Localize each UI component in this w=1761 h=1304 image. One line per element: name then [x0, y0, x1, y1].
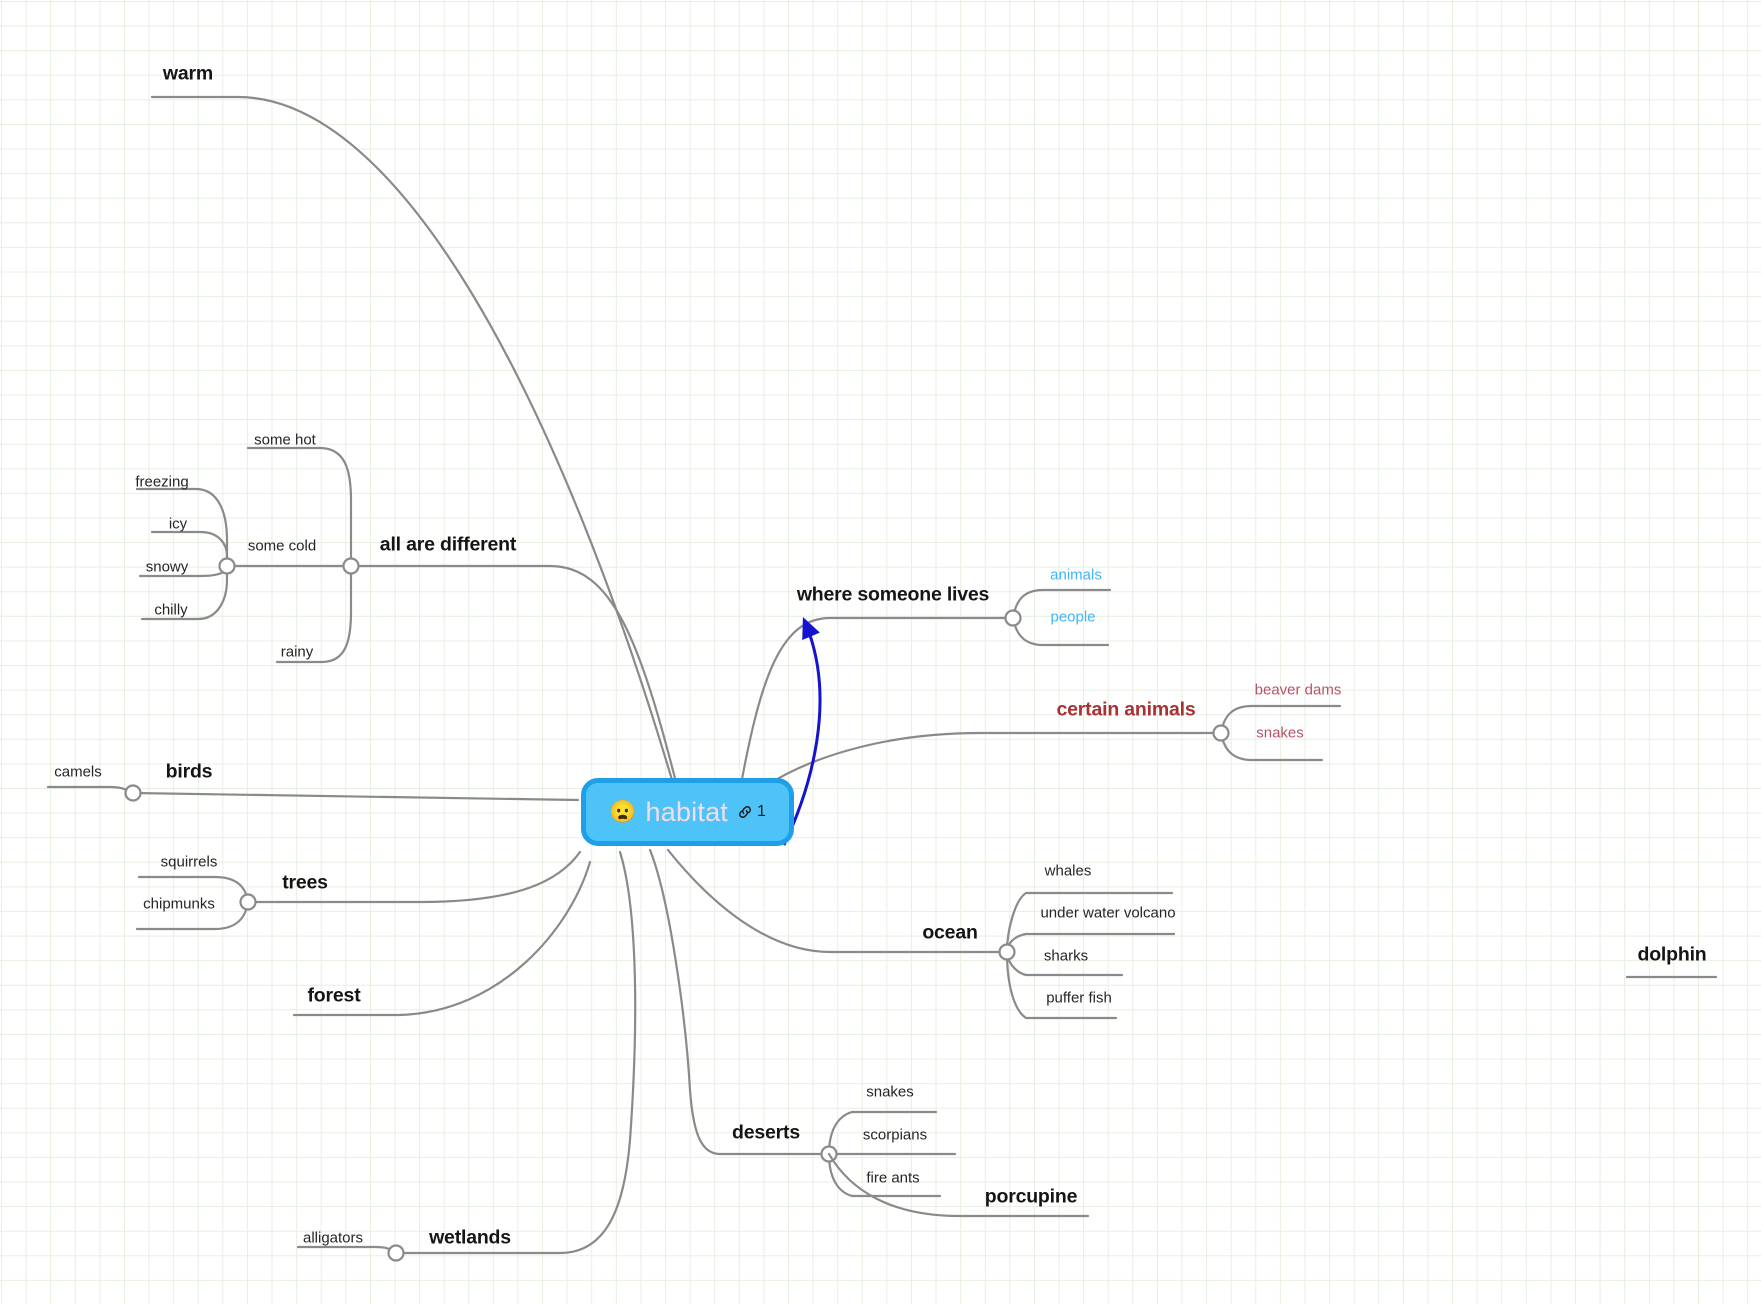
- node-porcupine[interactable]: porcupine: [984, 1185, 1078, 1208]
- node-all-are-different[interactable]: all are different: [379, 533, 517, 556]
- node-alligators[interactable]: alligators: [302, 1229, 364, 1247]
- wire-certain-animals: [754, 731, 1223, 795]
- junction-some-cold: [218, 557, 236, 575]
- wire-warm: [150, 95, 677, 792]
- junction-deserts: [820, 1145, 838, 1163]
- node-ocean[interactable]: ocean: [922, 921, 978, 944]
- junction-certain-animals: [1212, 724, 1230, 742]
- wire-camels: [46, 785, 135, 795]
- node-trees[interactable]: trees: [282, 871, 328, 894]
- node-beaver-dams[interactable]: beaver dams: [1254, 681, 1342, 699]
- frowning-face-icon: 😦: [609, 799, 637, 824]
- node-fire-ants[interactable]: fire ants: [866, 1169, 920, 1187]
- wire-deserts: [648, 848, 831, 1156]
- junction-birds: [124, 784, 142, 802]
- root-node-label: habitat: [645, 796, 728, 827]
- node-certain-animals[interactable]: certain animals: [1056, 698, 1196, 721]
- node-some-cold[interactable]: some cold: [247, 537, 317, 555]
- node-scorpians[interactable]: scorpians: [862, 1126, 928, 1144]
- node-sharks[interactable]: sharks: [1043, 947, 1089, 965]
- junction-ocean: [998, 943, 1016, 961]
- wire-all-are-different: [349, 564, 680, 792]
- node-wetlands[interactable]: wetlands: [429, 1226, 511, 1249]
- node-where-someone-lives[interactable]: where someone lives: [796, 583, 990, 606]
- wire-whales: [1005, 891, 1174, 954]
- wire-under-water-volcano: [1005, 932, 1176, 954]
- node-warm[interactable]: warm: [162, 62, 214, 85]
- node-snakes-certain-animals[interactable]: snakes: [1256, 724, 1304, 742]
- wire-birds: [131, 791, 580, 802]
- link-count: 1: [756, 803, 766, 820]
- wire-where-someone-lives: [738, 616, 1015, 792]
- node-under-water-volcano[interactable]: under water volcano: [1040, 904, 1176, 922]
- junction-wetlands: [387, 1244, 405, 1262]
- node-icy[interactable]: icy: [168, 515, 188, 533]
- node-animals[interactable]: animals: [1050, 566, 1102, 584]
- node-chilly[interactable]: chilly: [154, 601, 188, 619]
- node-camels[interactable]: camels: [54, 763, 102, 781]
- junction-all-are-different: [342, 557, 360, 575]
- wire-wetlands: [394, 850, 637, 1255]
- node-chipmunks[interactable]: chipmunks: [143, 895, 215, 913]
- link-icon: [739, 806, 751, 818]
- node-people[interactable]: people: [1050, 608, 1096, 626]
- node-dolphin[interactable]: dolphin: [1637, 943, 1707, 966]
- node-rainy[interactable]: rainy: [280, 643, 314, 661]
- junction-trees: [239, 893, 257, 911]
- node-freezing[interactable]: freezing: [135, 473, 189, 491]
- junction-where-someone-lives: [1004, 609, 1022, 627]
- wire-alligators: [296, 1245, 398, 1255]
- node-whales[interactable]: whales: [1044, 862, 1092, 880]
- node-birds[interactable]: birds: [165, 760, 213, 783]
- node-puffer-fish[interactable]: puffer fish: [1046, 989, 1112, 1007]
- node-some-hot[interactable]: some hot: [254, 431, 316, 449]
- root-node-habitat[interactable]: 😦 habitat 1: [581, 778, 794, 846]
- node-snowy[interactable]: snowy: [145, 558, 189, 576]
- node-squirrels[interactable]: squirrels: [160, 853, 218, 871]
- node-snakes-deserts[interactable]: snakes: [866, 1083, 914, 1101]
- node-deserts[interactable]: deserts: [732, 1121, 800, 1144]
- node-forest[interactable]: forest: [307, 984, 361, 1007]
- link-badge[interactable]: 1: [737, 803, 766, 821]
